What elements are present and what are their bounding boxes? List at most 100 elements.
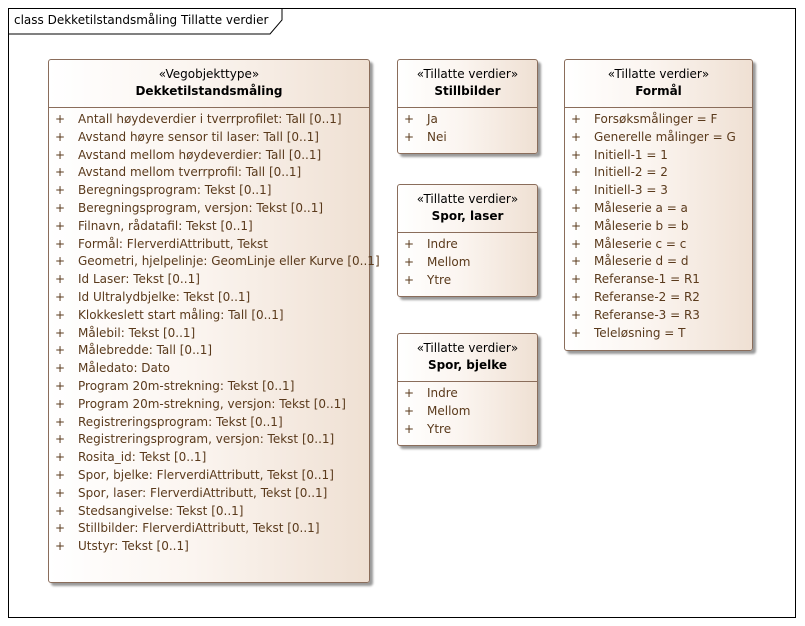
class-stillbilder[interactable]: «Tillatte verdier» Stillbilder +Ja+Nei [397, 59, 538, 154]
attribute-row[interactable]: +Nei [398, 130, 537, 148]
attribute-row[interactable]: +Program 20m-strekning, versjon: Tekst [… [49, 397, 369, 415]
visibility-public-icon: + [571, 236, 582, 251]
attribute-row[interactable]: +Ytre [398, 422, 537, 440]
class-dekketilstandsmaling[interactable]: «Vegobjekttype» Dekketilstandsmåling +An… [48, 59, 380, 583]
attribute-text: Mellom [427, 254, 471, 269]
visibility-public-icon: + [55, 307, 66, 322]
class-stereotype: «Tillatte verdier» [416, 67, 519, 81]
attribute-text: Utstyr: Tekst [0..1] [78, 539, 189, 554]
attribute-text: Program 20m-strekning: Tekst [0..1] [78, 378, 295, 393]
value-list: +Forsøksmålinger = F+Generelle målinger … [565, 108, 752, 343]
attribute-row[interactable]: +Stillbilder: FlerverdiAttributt, Tekst … [49, 521, 369, 539]
attribute-row[interactable]: +Filnavn, rådatafil: Tekst [0..1] [49, 219, 369, 237]
visibility-public-icon: + [571, 183, 582, 198]
attribute-row[interactable]: + Målebredde: Tall [0..1] [49, 343, 369, 361]
diagram-frame [8, 8, 796, 618]
attribute-row[interactable]: +Avstand høyre sensor til laser: Tall [0… [49, 130, 369, 148]
visibility-public-icon: + [571, 112, 582, 126]
attribute-row[interactable]: +Initiell-3 = 3 [565, 183, 752, 201]
attribute-text: Spor, laser: FlerverdiAttributt, Tekst [… [78, 485, 328, 500]
attribute-text: Indre [427, 237, 458, 251]
attribute-row[interactable]: +Id Ultralydbjelke: Tekst [0..1] [49, 290, 369, 308]
attribute-row[interactable]: +Klokkeslett start måling: Tall [0..1] [49, 308, 369, 326]
attribute-row[interactable]: +Teleløsning = T [565, 326, 752, 344]
attribute-row[interactable]: +Måleserie c = c [565, 237, 752, 255]
attribute-row[interactable]: +Måledato: Dato [49, 361, 369, 379]
attribute-row[interactable]: +Stedsangivelse: Tekst [0..1] [49, 504, 369, 522]
attribute-row[interactable]: +Registreringsprogram, versjon: Tekst [0… [49, 432, 369, 450]
attribute-row[interactable]: +Avstand mellom tverrprofil: Tall [0..1] [49, 165, 369, 183]
attribute-row[interactable]: +Program 20m-strekning: Tekst [0..1] [49, 379, 369, 397]
value-list: +Ja+Nei [398, 108, 537, 148]
title-tab-shape [8, 8, 283, 35]
visibility-public-icon: + [55, 343, 66, 358]
visibility-public-icon: + [55, 254, 66, 269]
attribute-row[interactable]: +Referanse-2 = R2 [565, 290, 752, 308]
value-list: +Indre+Mellom+Ytre [398, 233, 537, 290]
attribute-text: Referanse-2 = R2 [594, 289, 700, 304]
attribute-row[interactable]: +Målebil: Tekst [0..1] [49, 326, 369, 344]
attribute-row[interactable]: +Referanse-3 = R3 [565, 308, 752, 326]
attribute-row[interactable]: +Beregningsprogram: Tekst [0..1] [49, 183, 369, 201]
class-name: Stillbilder [434, 84, 501, 98]
attribute-text: Initiell-2 = 2 [594, 165, 668, 180]
class-name: Dekketilstandsmåling [135, 84, 283, 98]
visibility-public-icon: + [55, 521, 66, 536]
attribute-row[interactable]: + Formål: FlerverdiAttributt, Tekst [49, 237, 369, 255]
attribute-text: Geometri, hjelpelinje: GeomLinje eller K… [78, 254, 380, 269]
class-spor-laser[interactable]: «Tillatte verdier» Spor, laser +Indre+Me… [397, 184, 538, 297]
attribute-text: Nei [427, 129, 447, 144]
visibility-public-icon: + [571, 218, 582, 233]
attribute-row[interactable]: +Ytre [398, 273, 537, 291]
attribute-row[interactable]: +Ja [398, 112, 537, 130]
class-stereotype: «Tillatte verdier» [416, 192, 519, 206]
attribute-text: Spor, bjelke: FlerverdiAttributt, Tekst … [78, 467, 334, 482]
attribute-text: Mellom [427, 403, 471, 418]
attribute-row[interactable]: +Id Laser: Tekst [0..1] [49, 272, 369, 290]
visibility-public-icon: + [55, 129, 66, 144]
attribute-row[interactable]: +Referanse-1 = R1 [565, 272, 752, 290]
visibility-public-icon: + [55, 200, 66, 215]
attribute-list: + Antall høydeverdier i tverrprofilet: Ta… [49, 108, 380, 557]
attribute-text: Måleserie b = b [594, 218, 689, 233]
attribute-row[interactable]: + Geometri, hjelpelinje: GeomLinje eller … [49, 254, 380, 272]
class-formal[interactable]: «Tillatte verdier» Formål +Forsøksmåling… [564, 59, 753, 351]
attribute-text: Målebredde: Tall [0..1] [78, 343, 213, 358]
visibility-public-icon: + [55, 236, 66, 251]
attribute-row[interactable]: +Spor, bjelke: FlerverdiAttributt, Tekst… [49, 468, 369, 486]
visibility-public-icon: + [404, 112, 415, 126]
class-stereotype: «Tillatte verdier» [416, 341, 519, 355]
attribute-row[interactable]: +Registreringsprogram: Tekst [0..1] [49, 415, 369, 433]
class-name: Spor, laser [431, 209, 504, 223]
class-spor-bjelke[interactable]: «Tillatte verdier» Spor, bjelke +Indre+M… [397, 333, 538, 446]
attribute-row[interactable]: +Avstand mellom høydeverdier: Tall [0..1… [49, 148, 369, 166]
attribute-text: Ytre [427, 421, 452, 436]
attribute-row[interactable]: +Måleserie a = a [565, 201, 752, 219]
attribute-row[interactable]: +Utstyr: Tekst [0..1] [49, 539, 369, 557]
attribute-text: Målebil: Tekst [0..1] [78, 325, 196, 340]
attribute-text: Indre [427, 386, 458, 400]
attribute-row[interactable]: + Indre [398, 386, 537, 404]
attribute-text: Måleserie d = d [594, 254, 689, 269]
attribute-row[interactable]: +Initiell-1 = 1 [565, 148, 752, 166]
attribute-row[interactable]: +Måleserie d = d [565, 254, 752, 272]
visibility-public-icon: + [404, 386, 415, 400]
attribute-row[interactable]: +Beregningsprogram, versjon: Tekst [0..1… [49, 201, 369, 219]
attribute-row[interactable]: +Forsøksmålinger = F [565, 112, 752, 130]
attribute-row[interactable]: +Mellom [398, 255, 537, 273]
attribute-row[interactable]: +Initiell-2 = 2 [565, 165, 752, 183]
attribute-text: Generelle målinger = G [594, 129, 736, 144]
visibility-public-icon: + [55, 183, 66, 198]
visibility-public-icon: + [55, 112, 66, 126]
attribute-text: Antall høydeverdier i tverrprofilet: Tal… [78, 112, 342, 126]
attribute-row[interactable]: + Måleserie b = b [565, 219, 752, 237]
attribute-row[interactable]: +Generelle målinger = G [565, 130, 752, 148]
attribute-text: Avstand mellom høydeverdier: Tall [0..1] [78, 147, 322, 162]
attribute-text: Formål: FlerverdiAttributt, Tekst [78, 236, 269, 251]
attribute-row[interactable]: +Mellom [398, 404, 537, 422]
attribute-row[interactable]: +Indre [398, 237, 537, 255]
attribute-row[interactable]: + Antall høydeverdier i tverrprofilet: Ta… [49, 112, 369, 130]
attribute-row[interactable]: +Spor, laser: FlerverdiAttributt, Tekst … [49, 486, 369, 504]
attribute-text: Stedsangivelse: Tekst [0..1] [78, 503, 244, 518]
attribute-row[interactable]: +Rosita_id: Tekst [0..1] [49, 450, 369, 468]
